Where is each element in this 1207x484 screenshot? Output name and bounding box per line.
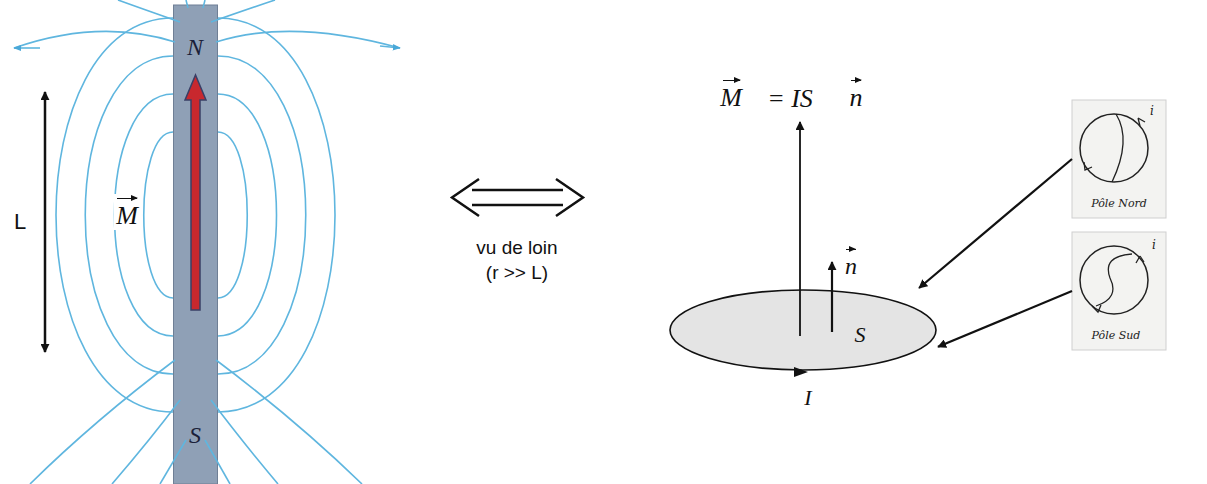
field-line [30, 360, 175, 484]
field-loop [85, 56, 173, 374]
field-line [205, 440, 230, 484]
field-line [203, 0, 205, 8]
equivalence-arrow [452, 179, 583, 216]
surface-label: S [855, 323, 866, 347]
vector-label: M [114, 194, 140, 231]
node-shape [173, 5, 218, 484]
current-arrow [794, 367, 808, 377]
field-line [186, 0, 188, 8]
pole-letter: N [187, 34, 203, 60]
field-arrow [14, 47, 40, 49]
field-line [112, 400, 180, 484]
current-loop: S [668, 288, 938, 372]
vector-label: n [845, 245, 857, 279]
pole-letter: S [189, 422, 201, 448]
current-label: I [804, 386, 811, 410]
field-line [160, 440, 186, 484]
caption-text: (r >> L) [486, 263, 548, 284]
sketch-text: Pôle Sud [1092, 330, 1141, 342]
pointer-arrow [919, 159, 1072, 288]
field-loop [218, 56, 306, 374]
field-loop [115, 94, 174, 336]
dimension-label: L [12, 210, 28, 234]
dimension-arrow [44, 92, 47, 352]
field-arrow [380, 46, 400, 48]
node-shape [668, 288, 938, 372]
field-loop [144, 132, 173, 298]
sketch-text: i [1150, 105, 1154, 118]
field-loop [218, 94, 277, 336]
formula-part: n [850, 76, 863, 113]
field-loop [218, 18, 335, 412]
magnet-bar: NS [173, 5, 218, 484]
field-loop [56, 18, 173, 412]
formula-part: M [720, 76, 742, 113]
sketch-text: Pôle Nord [1091, 198, 1147, 210]
connectors [919, 159, 1072, 347]
pole-sketch: iPôle Nord [1072, 100, 1166, 218]
pointer-arrow [938, 291, 1072, 347]
field-line [211, 0, 275, 22]
field-lines [14, 0, 400, 484]
magnet-arrow [185, 75, 206, 310]
field-line [216, 360, 362, 484]
formula-part: = IS [767, 85, 813, 114]
moment-arrow [799, 122, 801, 336]
field-line [118, 0, 180, 22]
field-line [211, 400, 278, 484]
field-loop [218, 132, 247, 298]
caption-text: vu de loin [476, 238, 557, 259]
pole-sketch: iPôle Sud [1072, 232, 1166, 350]
normal-arrow [831, 262, 833, 332]
sketch-text: i [1152, 239, 1156, 252]
field-line [14, 31, 175, 48]
field-line [216, 31, 400, 48]
